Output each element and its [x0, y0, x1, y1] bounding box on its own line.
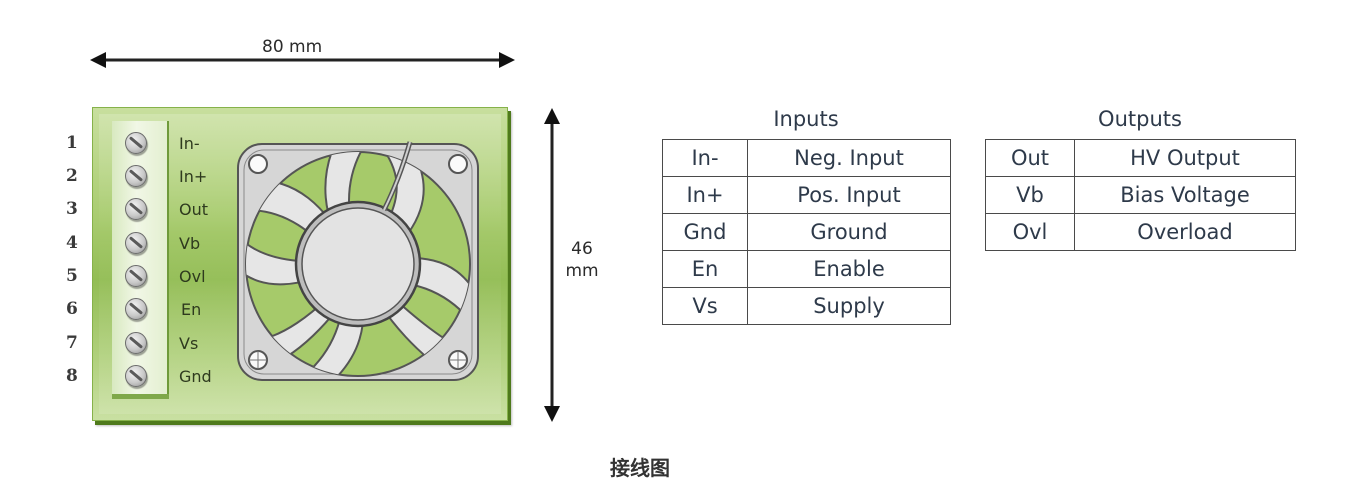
- pin-number: 8: [66, 366, 78, 386]
- pin-number: 3: [66, 199, 78, 219]
- height-unit: mm: [565, 261, 599, 281]
- screw-terminal-icon: [125, 232, 147, 254]
- pin-number: 1: [66, 133, 78, 153]
- screw-terminal-icon: [125, 165, 147, 187]
- description-cell: Supply: [747, 287, 951, 325]
- pin-cell: Ovl: [985, 213, 1075, 251]
- pin-cell: Vs: [662, 287, 748, 325]
- screw-terminal-icon: [125, 365, 147, 387]
- pin-number: 4: [66, 233, 78, 253]
- pin-label: Gnd: [179, 367, 212, 386]
- terminal-block: [112, 121, 169, 394]
- pin-number: 6: [66, 299, 78, 319]
- pin-number: 2: [66, 166, 78, 186]
- table-row: In-Neg. Input: [662, 139, 951, 177]
- table-row: In+Pos. Input: [662, 176, 951, 214]
- description-cell: HV Output: [1074, 139, 1296, 177]
- width-dimension-arrow: [90, 52, 515, 68]
- width-dimension-label: 80 mm: [262, 37, 323, 57]
- cooling-fan-icon: [237, 141, 479, 381]
- pin-cell: Vb: [985, 176, 1075, 214]
- description-cell: Overload: [1074, 213, 1296, 251]
- pin-cell: Out: [985, 139, 1075, 177]
- description-cell: Pos. Input: [747, 176, 951, 214]
- inputs-table-title: Inputs: [773, 107, 839, 131]
- screw-terminal-icon: [125, 132, 147, 154]
- screw-terminal-icon: [125, 265, 147, 287]
- description-cell: Neg. Input: [747, 139, 951, 177]
- screw-terminal-icon: [125, 198, 147, 220]
- height-dimension-label: 46 mm: [560, 238, 604, 282]
- description-cell: Enable: [747, 250, 951, 288]
- pin-label: En: [181, 300, 202, 319]
- pin-label: Ovl: [179, 267, 206, 286]
- height-dimension-arrow: [544, 108, 560, 422]
- description-cell: Bias Voltage: [1074, 176, 1296, 214]
- pin-cell: En: [662, 250, 748, 288]
- pin-label: Vb: [179, 234, 201, 253]
- screw-terminal-icon: [125, 298, 147, 320]
- description-cell: Ground: [747, 213, 951, 251]
- pin-number: 5: [66, 266, 78, 286]
- pin-number: 7: [66, 333, 78, 353]
- pin-label: In+: [179, 167, 208, 186]
- pin-cell: In+: [662, 176, 748, 214]
- pin-cell: Gnd: [662, 213, 748, 251]
- figure-caption: 接线图: [610, 456, 670, 480]
- pin-label: Out: [179, 200, 209, 219]
- screw-terminal-icon: [125, 332, 147, 354]
- height-value: 46: [571, 239, 593, 259]
- outputs-table-title: Outputs: [1098, 107, 1182, 131]
- pin-cell: In-: [662, 139, 748, 177]
- pin-label: In-: [179, 134, 200, 153]
- pin-label: Vs: [179, 334, 199, 353]
